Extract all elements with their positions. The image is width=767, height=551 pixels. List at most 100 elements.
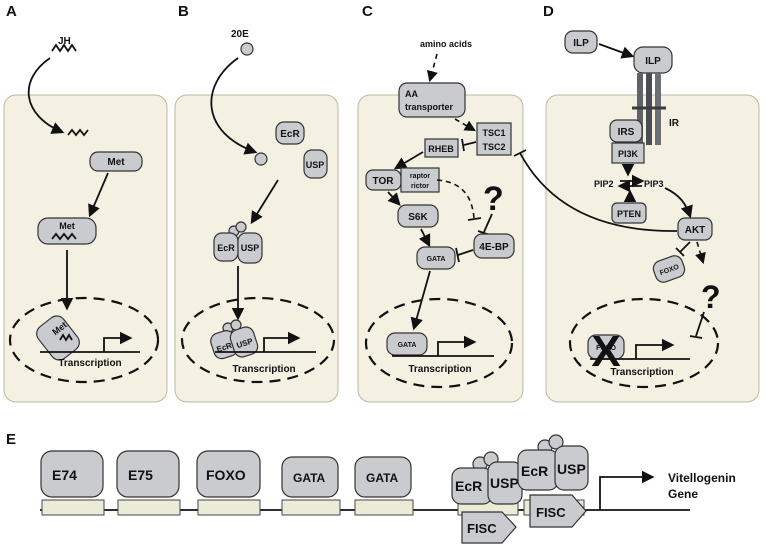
raptor-label: raptor — [410, 173, 431, 180]
gata-label: GATA — [427, 256, 446, 263]
jh-intracellular — [67, 128, 89, 137]
panel-label-c: C — [362, 3, 373, 20]
c-question-mark: ? — [483, 180, 504, 218]
irs-label: IRS — [618, 127, 635, 138]
gata2-e-label: GATA — [366, 471, 399, 485]
4ebp-gata-bar — [455, 247, 460, 263]
d-question-mark: ? — [701, 279, 721, 315]
e75-binding-site — [117, 499, 181, 516]
usp-label: USP — [306, 160, 325, 170]
pip3-label: PIP3 — [644, 179, 664, 189]
tor-4ebp-dashed — [436, 179, 475, 219]
tss-arrow-b — [263, 331, 301, 352]
20e-label: 20E — [231, 29, 249, 40]
rheb-tor-arrow — [393, 151, 424, 170]
gata-dna-label: GATA — [398, 342, 417, 349]
pip2-label: PIP2 — [594, 179, 614, 189]
tsc1-label: TSC1 — [482, 128, 505, 138]
s6k-protein — [397, 204, 439, 228]
jh-molecule — [51, 43, 77, 53]
foxo-nucleus-label: FOXO — [596, 345, 616, 352]
gata-protein — [416, 246, 456, 270]
transcription-a: Transcription — [58, 358, 121, 369]
s6k-gata-arrow — [418, 228, 431, 248]
panel-d-cell — [545, 94, 760, 403]
usp-complex — [237, 232, 263, 264]
nucleus-b — [180, 296, 336, 384]
panel-label-b: B — [178, 3, 189, 20]
fisc1-e-label: FISC — [467, 521, 497, 536]
rheb-protein — [424, 138, 459, 158]
met-dna-jh — [59, 333, 73, 342]
receptor-binding-arrow — [250, 179, 279, 225]
met-protein — [89, 151, 143, 172]
4ebp-label: 4E-BP — [479, 242, 509, 253]
foxo-blocked-x: X — [591, 327, 620, 376]
4ebp-gata-inhibition — [457, 249, 474, 256]
ilp-binding-arrow — [598, 43, 635, 59]
e75-label: E75 — [128, 467, 153, 483]
panel-label-a: A — [6, 3, 17, 20]
akt-foxo-bar — [675, 247, 685, 257]
e74-binding-site — [41, 499, 105, 516]
fisc1-factor — [461, 511, 517, 544]
gata1-factor — [281, 456, 339, 498]
jh-entry-arrow — [27, 57, 65, 134]
20e-intracellular — [254, 152, 268, 166]
nucleus-a — [8, 296, 160, 384]
tsc2-label: TSC2 — [482, 142, 505, 152]
tor-s6k-arrow — [387, 191, 401, 206]
akt-label: AKT — [685, 225, 706, 236]
gata2-binding-site — [354, 499, 414, 516]
transcription-c: Transcription — [408, 364, 471, 375]
ecr1-e-label: EcR — [455, 478, 482, 494]
pi3k-protein — [611, 142, 645, 164]
usp2-e-label: USP — [557, 461, 586, 477]
usp-protein — [303, 149, 328, 179]
tor-4ebp-bar — [467, 217, 482, 221]
gene-label: Gene — [668, 487, 698, 501]
fisc2-factor — [529, 494, 587, 528]
aa-transporter — [398, 82, 466, 118]
met-dna-complex — [36, 315, 80, 361]
tss-arrow-a — [103, 331, 133, 352]
pten-protein — [611, 202, 647, 224]
tss-arrow-c — [437, 335, 477, 356]
tsc-complex — [476, 122, 512, 156]
e74-label: E74 — [52, 467, 77, 483]
foxo-factor — [196, 450, 261, 498]
question-4ebp-line — [483, 213, 493, 233]
ilp-free-label: ILP — [573, 38, 589, 49]
20e-molecule — [240, 42, 254, 56]
ilp-bound-label: ILP — [645, 56, 661, 67]
usp-complex-label: USP — [241, 243, 260, 253]
vitellogenin-label: Vitellogenin — [668, 471, 736, 485]
fisc2-e-label: FISC — [536, 505, 566, 520]
nucleus-c — [364, 297, 514, 389]
ilp-free — [564, 30, 598, 54]
gata2-factor — [354, 456, 412, 498]
rheb-label: RHEB — [428, 144, 454, 154]
e75-factor — [116, 450, 180, 498]
met-complex-jh — [51, 232, 77, 241]
nucleus-d — [568, 297, 720, 389]
met-label: Met — [107, 157, 125, 168]
met-binding-arrow — [88, 172, 109, 218]
gata1-binding-site — [281, 499, 341, 516]
usp-dna — [229, 326, 259, 358]
pi3k-label: PI3K — [618, 149, 639, 159]
jh-label: JH — [58, 36, 71, 47]
foxo-binding-site — [197, 499, 261, 516]
usp1-e-label: USP — [490, 475, 519, 491]
akt-protein — [677, 217, 713, 241]
ecr-label: EcR — [280, 129, 300, 140]
e74-factor — [40, 450, 104, 498]
amino-acid-arrow — [426, 53, 438, 83]
ecr-complex-label: EcR — [217, 243, 235, 253]
usp2-factor — [554, 445, 589, 491]
transcription-d: Transcription — [610, 367, 673, 378]
tss-arrow-d — [635, 338, 675, 359]
ecr-protein — [275, 121, 305, 145]
ecr2-20e-b — [548, 434, 564, 450]
akt-tsc-inhibition — [519, 152, 678, 232]
